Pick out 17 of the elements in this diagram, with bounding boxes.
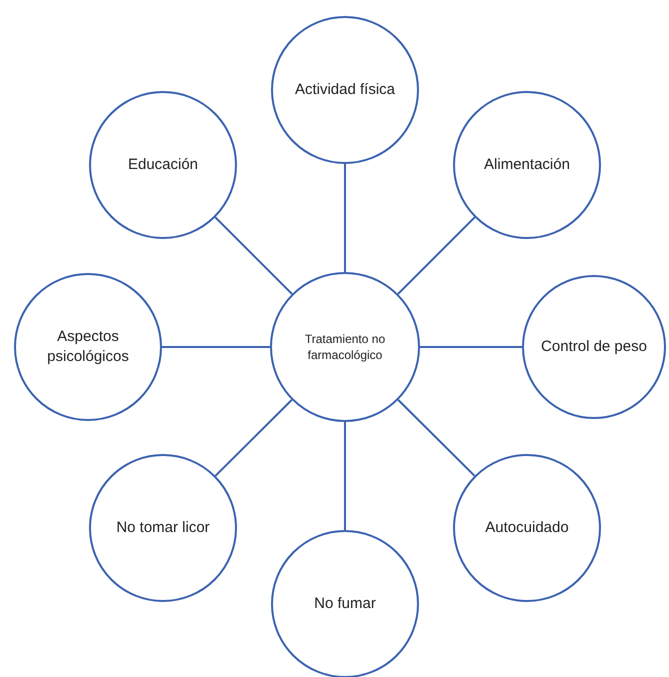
connector-line xyxy=(344,164,346,272)
connector-line xyxy=(397,216,476,295)
node-label: Educación xyxy=(128,154,198,175)
connector-line xyxy=(214,399,293,477)
connector-line xyxy=(344,422,346,530)
node-label: No fumar xyxy=(314,594,376,614)
node-label: Tratamiento no farmacológico xyxy=(304,330,386,364)
node-label: Autocuidado xyxy=(485,518,569,538)
connector-line xyxy=(397,399,476,477)
node-label: Control de peso xyxy=(541,336,647,357)
node-label: No tomar licor xyxy=(116,518,210,538)
connector-line xyxy=(214,216,293,295)
connector-line xyxy=(420,346,522,348)
node-label: Alimentación xyxy=(484,154,570,175)
node-label: Actividad física xyxy=(294,80,396,100)
connector-line xyxy=(162,346,270,348)
node-label: Aspectos psicológicos xyxy=(46,326,130,367)
